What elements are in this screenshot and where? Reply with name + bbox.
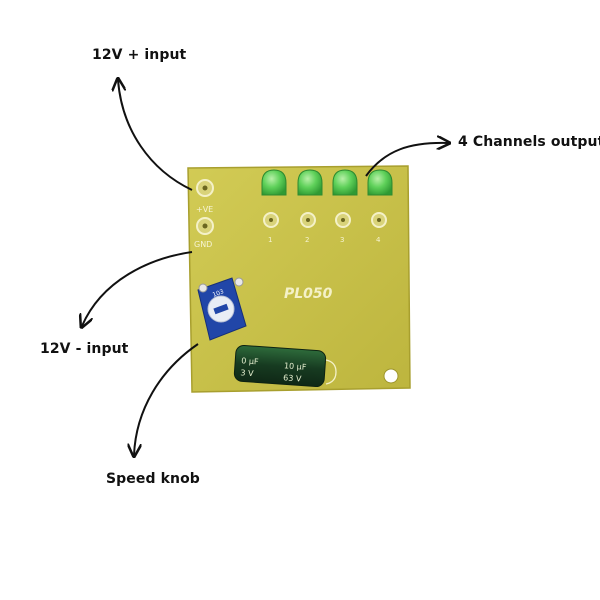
arrow-speed-knob [134, 343, 199, 455]
pad-label-positive: +VE [196, 205, 213, 214]
mounting-hole [383, 368, 399, 384]
power-pads: +VE GND [194, 179, 214, 249]
label-negative-input: 12V - input [40, 341, 129, 357]
label-channel-outputs: 4 Channels output [458, 134, 600, 150]
label-speed-knob: Speed knob [106, 471, 200, 487]
board-title: PL050 [284, 286, 333, 302]
pcb-board [187, 165, 411, 393]
arrow-negative-input [82, 251, 193, 326]
cap-marking-left-2: 3 V [240, 368, 254, 378]
led-2: 2 [297, 169, 323, 244]
pad-label-ground: GND [194, 240, 212, 249]
cap-marking-right: 10 μF [284, 361, 307, 372]
led-row: 1 2 3 4 [261, 169, 393, 244]
capacitor: 0 μF 3 V 10 μF 63 V [233, 344, 337, 388]
channel-label-4: 4 [376, 236, 381, 244]
channel-label-3: 3 [340, 236, 344, 244]
cap-marking-left: 0 μF [241, 356, 259, 366]
channel-label-2: 2 [305, 236, 309, 244]
led-3: 3 [332, 169, 358, 244]
led-4: 4 [367, 169, 393, 244]
channel-label-1: 1 [268, 236, 272, 244]
led-1: 1 [261, 169, 287, 244]
cap-marking-right-2: 63 V [283, 373, 302, 383]
pot-marking: 103 [212, 288, 225, 299]
potentiometer: 103 [197, 277, 247, 341]
label-positive-input: 12V + input [92, 47, 187, 63]
arrow-positive-input [118, 80, 193, 191]
callout-arrows [82, 80, 448, 455]
arrow-outputs [365, 143, 448, 177]
